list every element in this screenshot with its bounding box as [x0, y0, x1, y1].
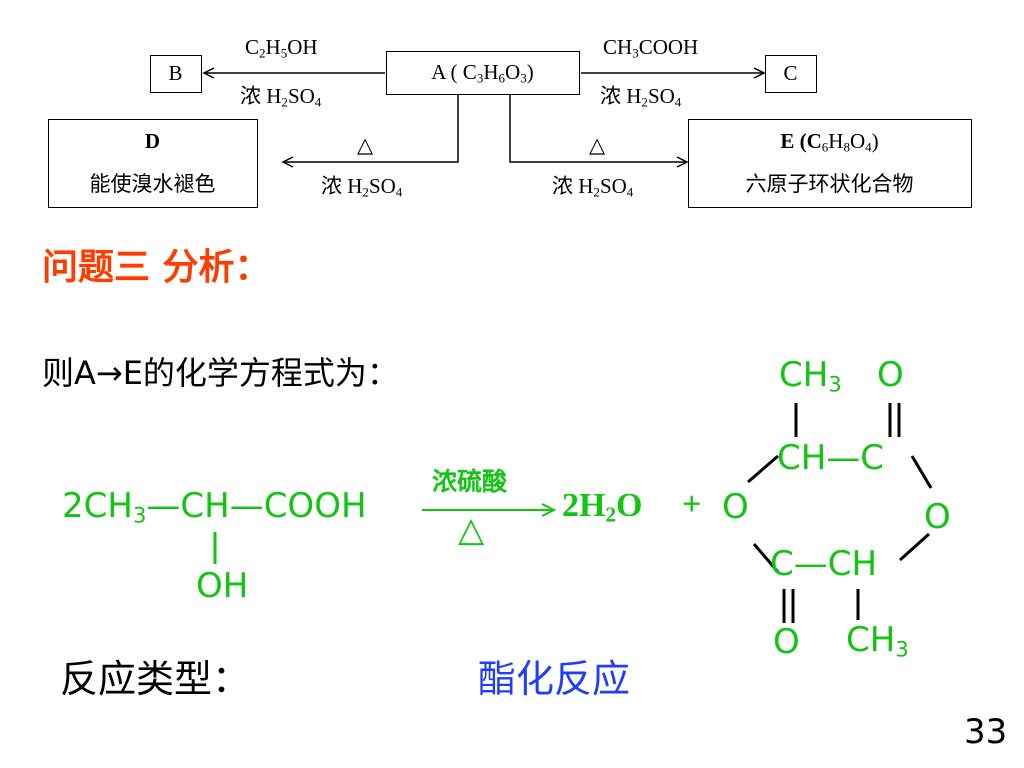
box-c: C — [765, 55, 817, 93]
condition-catalyst: 浓硫酸 — [432, 467, 508, 496]
box-b: B — [150, 55, 202, 93]
box-e-caption: 六原子环状化合物 — [745, 172, 914, 196]
box-b-label: B — [168, 61, 183, 85]
water-formula: 2H2O — [562, 487, 643, 527]
ring-o-top: O — [877, 355, 904, 395]
arrow-ab-catalyst: 浓 H2SO4 — [240, 84, 322, 110]
plus-sign: + — [682, 486, 702, 523]
reaction-type-answer: 酯化反应 — [478, 657, 631, 701]
box-c-label: C — [783, 61, 798, 85]
box-d-title: D — [144, 129, 161, 153]
arrow-ae-heat: △ — [589, 133, 606, 157]
equation-intro: 则A→E的化学方程式为： — [42, 354, 399, 392]
arrow-ad-heat: △ — [357, 133, 374, 157]
condition-arrow — [422, 503, 557, 517]
arrow-ac-catalyst: 浓 H2SO4 — [600, 84, 682, 110]
ring-o-right: O — [924, 497, 951, 537]
condition-heat: △ — [458, 510, 485, 550]
section-heading: 问题三 分析： — [42, 247, 271, 288]
box-a: A ( C3H6O3) — [386, 51, 580, 95]
box-e-formula: E (C6H8O4) — [780, 129, 879, 155]
scheme-lines — [202, 67, 766, 168]
ring-o-bottom: O — [773, 622, 800, 662]
ring-o-left: O — [722, 487, 749, 527]
ring-ch-c-top: CH—C — [777, 438, 885, 478]
page-number: 33 — [964, 712, 1008, 752]
lactide-bonds — [747, 403, 933, 623]
arrow-ab-reagent: C2H5OH — [245, 35, 318, 61]
reactant-oh: OH — [196, 566, 249, 606]
box-d: D 能使溴水褪色 — [48, 119, 258, 208]
arrow-ae-catalyst: 浓 H2SO4 — [552, 174, 634, 200]
box-a-formula: A ( C3H6O3) — [431, 60, 534, 86]
arrow-ac-reagent: CH3COOH — [603, 35, 699, 61]
ring-ch3-top: CH3 — [779, 355, 842, 397]
reactant-oh-bond — [213, 532, 217, 564]
ring-ch3-bottom: CH3 — [846, 620, 909, 662]
ring-c-ch-bottom: C—CH — [770, 544, 878, 584]
reaction-type-label: 反应类型： — [60, 657, 251, 701]
reactant-formula: 2CH3—CH—COOH — [62, 486, 367, 528]
box-d-caption: 能使溴水褪色 — [89, 172, 216, 196]
box-e: E (C6H8O4) 六原子环状化合物 — [688, 119, 972, 208]
arrow-ad-catalyst: 浓 H2SO4 — [321, 174, 403, 200]
